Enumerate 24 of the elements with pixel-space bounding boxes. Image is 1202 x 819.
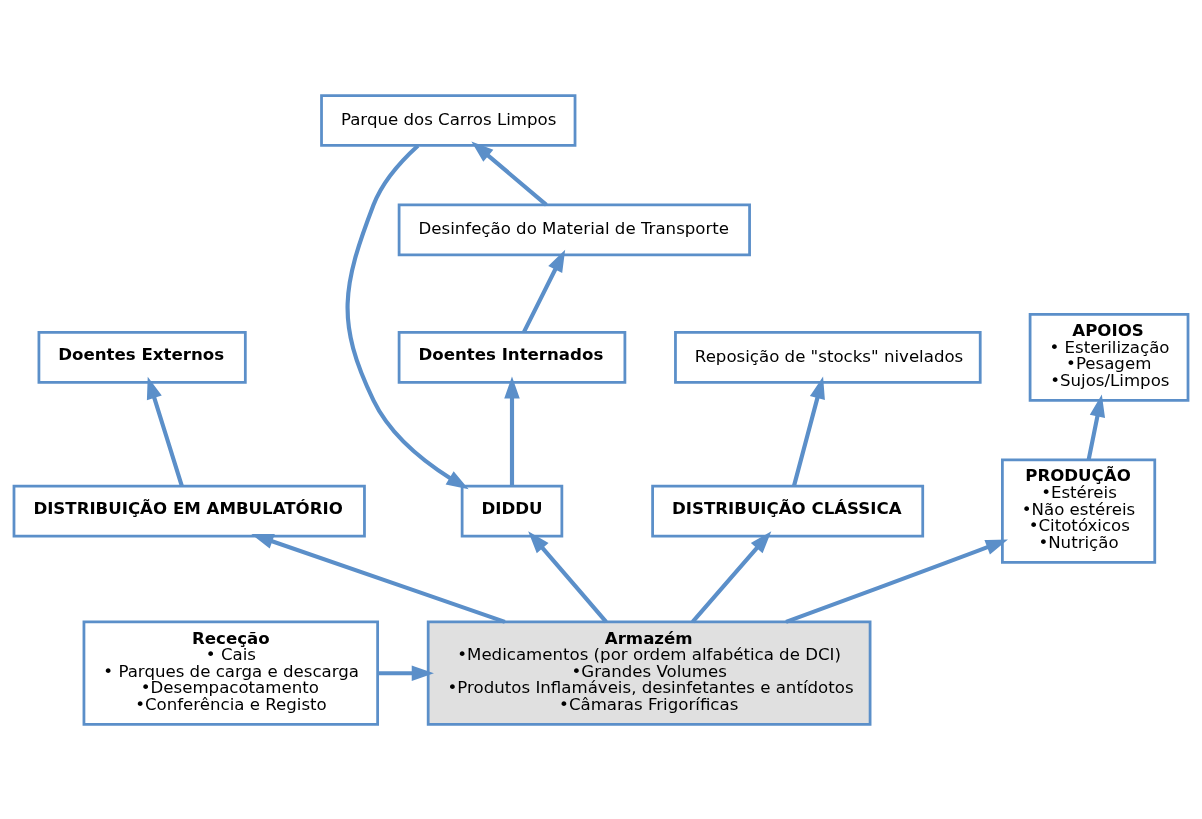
node-box: Armazém •Medicamentos (por ordem alfabética de DCI) •Grandes Volumes •Produtos Inflamáveis, desinfetantes e antídotos •Câmaras Frigoríficas bbox=[426, 620, 872, 726]
arrow bbox=[1086, 394, 1106, 460]
arrow bbox=[504, 375, 520, 486]
arrow bbox=[345, 143, 469, 489]
node-box: PRODUÇÃO •Estéreis •Não estéreis •Citotóxicos •Nutrição bbox=[1001, 458, 1157, 564]
arrow bbox=[528, 530, 608, 623]
node-box: DISTRIBUIÇÃO EM AMBULATÓRIO bbox=[12, 484, 366, 537]
arrow bbox=[785, 538, 1008, 624]
node-box: DISTRIBUIÇÃO CLÁSSICA bbox=[651, 484, 925, 537]
node-box: APOIOS • Esterilização •Pesagem •Sujos/Limpos bbox=[1028, 312, 1190, 402]
arrow bbox=[791, 376, 825, 487]
arrow bbox=[691, 530, 772, 623]
arrow bbox=[471, 140, 548, 206]
arrow bbox=[251, 533, 506, 624]
node-box: Doentes Internados bbox=[397, 330, 627, 384]
node-box: Doentes Externos bbox=[37, 330, 247, 384]
node-box: Reposição de "stocks" nivelados bbox=[674, 330, 982, 384]
node-box: Receção • Cais • Parques de carga e descarga •Desempacotamento •Conferência e Registo bbox=[82, 620, 379, 726]
node-box: DIDDU bbox=[460, 484, 564, 537]
arrow bbox=[377, 664, 434, 681]
node-box: Parque dos Carros Limpos bbox=[320, 93, 577, 147]
arrow bbox=[522, 249, 566, 333]
node-box: Desinfeção do Material de Transporte bbox=[397, 203, 751, 256]
arrow bbox=[146, 376, 184, 487]
